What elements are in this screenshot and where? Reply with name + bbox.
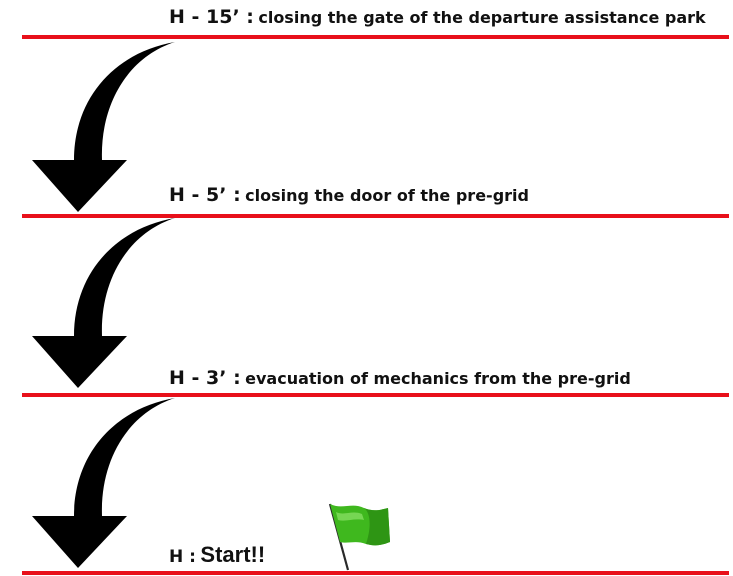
divider-line-3 bbox=[22, 393, 729, 397]
step-1-time: H - 15’ : bbox=[169, 6, 254, 28]
divider-line-4 bbox=[22, 571, 729, 575]
curved-down-arrow-icon bbox=[32, 42, 175, 212]
green-flag-icon bbox=[328, 503, 390, 571]
final-step-text: H : Start!! bbox=[169, 542, 265, 568]
divider-line-2 bbox=[22, 214, 729, 218]
final-prefix: H : bbox=[169, 547, 196, 567]
step-2-description: closing the door of the pre-grid bbox=[245, 186, 529, 205]
step-3-text: H - 3’ : evacuation of mechanics from th… bbox=[169, 367, 631, 389]
step-1-description: closing the gate of the departure assist… bbox=[258, 8, 706, 27]
step-3-time: H - 3’ : bbox=[169, 367, 241, 389]
curved-down-arrow-icon bbox=[32, 218, 175, 388]
step-3-description: evacuation of mechanics from the pre-gri… bbox=[245, 369, 631, 388]
start-label: Start!! bbox=[200, 542, 266, 567]
step-2-time: H - 5’ : bbox=[169, 184, 241, 206]
step-1-text: H - 15’ : closing the gate of the depart… bbox=[169, 6, 706, 28]
divider-line-1 bbox=[22, 35, 729, 39]
step-2-text: H - 5’ : closing the door of the pre-gri… bbox=[169, 184, 529, 206]
curved-down-arrow-icon bbox=[32, 398, 175, 568]
